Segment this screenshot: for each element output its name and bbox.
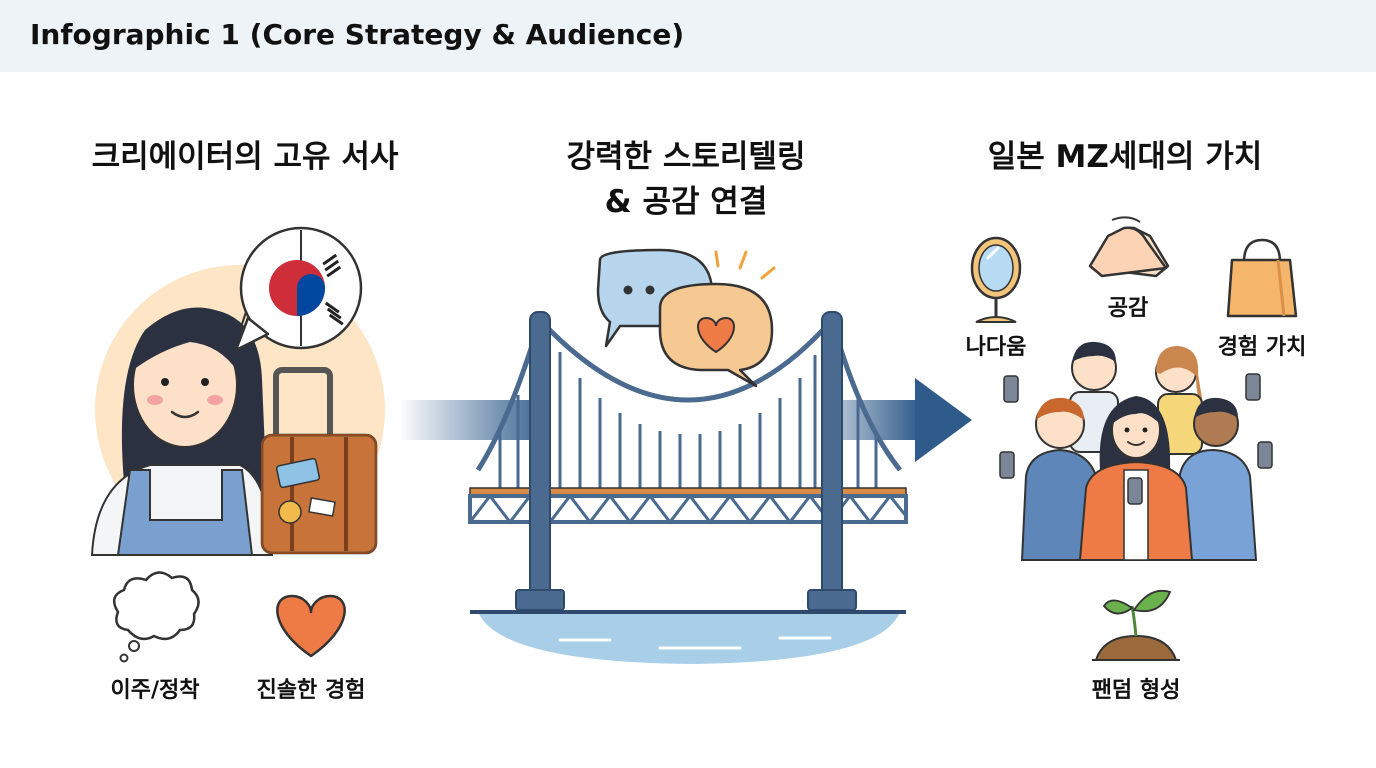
label-empathy: 공감: [1107, 296, 1149, 321]
mirror-icon: [970, 236, 1022, 323]
label-experience-value: 경험 가치: [1217, 335, 1307, 360]
bridge-tower-right: [807, 311, 857, 611]
mz-group-illustration: [999, 341, 1273, 561]
shopping-bag-icon: [1226, 238, 1298, 318]
center-heading-line2: & 공감 연결: [604, 184, 768, 220]
label-immigration-settlement: 이주/정착: [110, 678, 200, 703]
sprout-icon: [1092, 589, 1180, 661]
header-bar: Infographic 1 (Core Strategy & Audience): [0, 0, 1376, 72]
korean-flag-speech-bubble: [234, 226, 363, 352]
overalls: [116, 469, 254, 556]
chat-bubbles-icon: [596, 248, 776, 388]
water: [478, 612, 900, 664]
outgoing-arrow-icon: [830, 378, 972, 462]
heart-icon: [276, 594, 346, 658]
suitcase-icon: [260, 367, 378, 555]
bridge-icon: [468, 311, 908, 664]
right-heading: 일본 MZ세대의 가치: [987, 139, 1263, 175]
bridge-suspenders: [498, 352, 878, 490]
infographic-illustration: [90, 216, 1298, 664]
bridge-tower-left: [515, 311, 565, 611]
page-title: Infographic 1 (Core Strategy & Audience): [30, 18, 685, 51]
center-heading-line1: 강력한 스토리텔링: [566, 139, 806, 175]
handshake-icon: [1088, 216, 1170, 278]
left-heading: 크리에이터의 고유 서사: [91, 139, 399, 175]
label-fandom-formation: 팬덤 형성: [1091, 678, 1181, 703]
label-authenticity: 나다움: [965, 335, 1027, 360]
thought-bubble-icon: [112, 571, 200, 663]
incoming-arrow-shaft: [398, 400, 538, 440]
label-genuine-experience: 진솔한 경험: [256, 678, 366, 703]
